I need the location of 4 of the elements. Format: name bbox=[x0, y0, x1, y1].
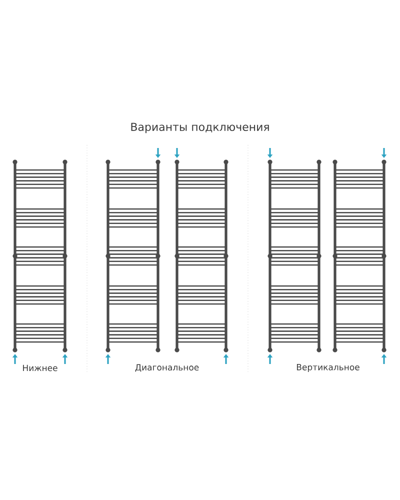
variant-label: Нижнее bbox=[23, 364, 58, 372]
variant-label: Диагональное bbox=[135, 364, 199, 372]
variant-label: Вертикальное bbox=[296, 364, 360, 372]
title: Варианты подключения bbox=[131, 122, 269, 134]
